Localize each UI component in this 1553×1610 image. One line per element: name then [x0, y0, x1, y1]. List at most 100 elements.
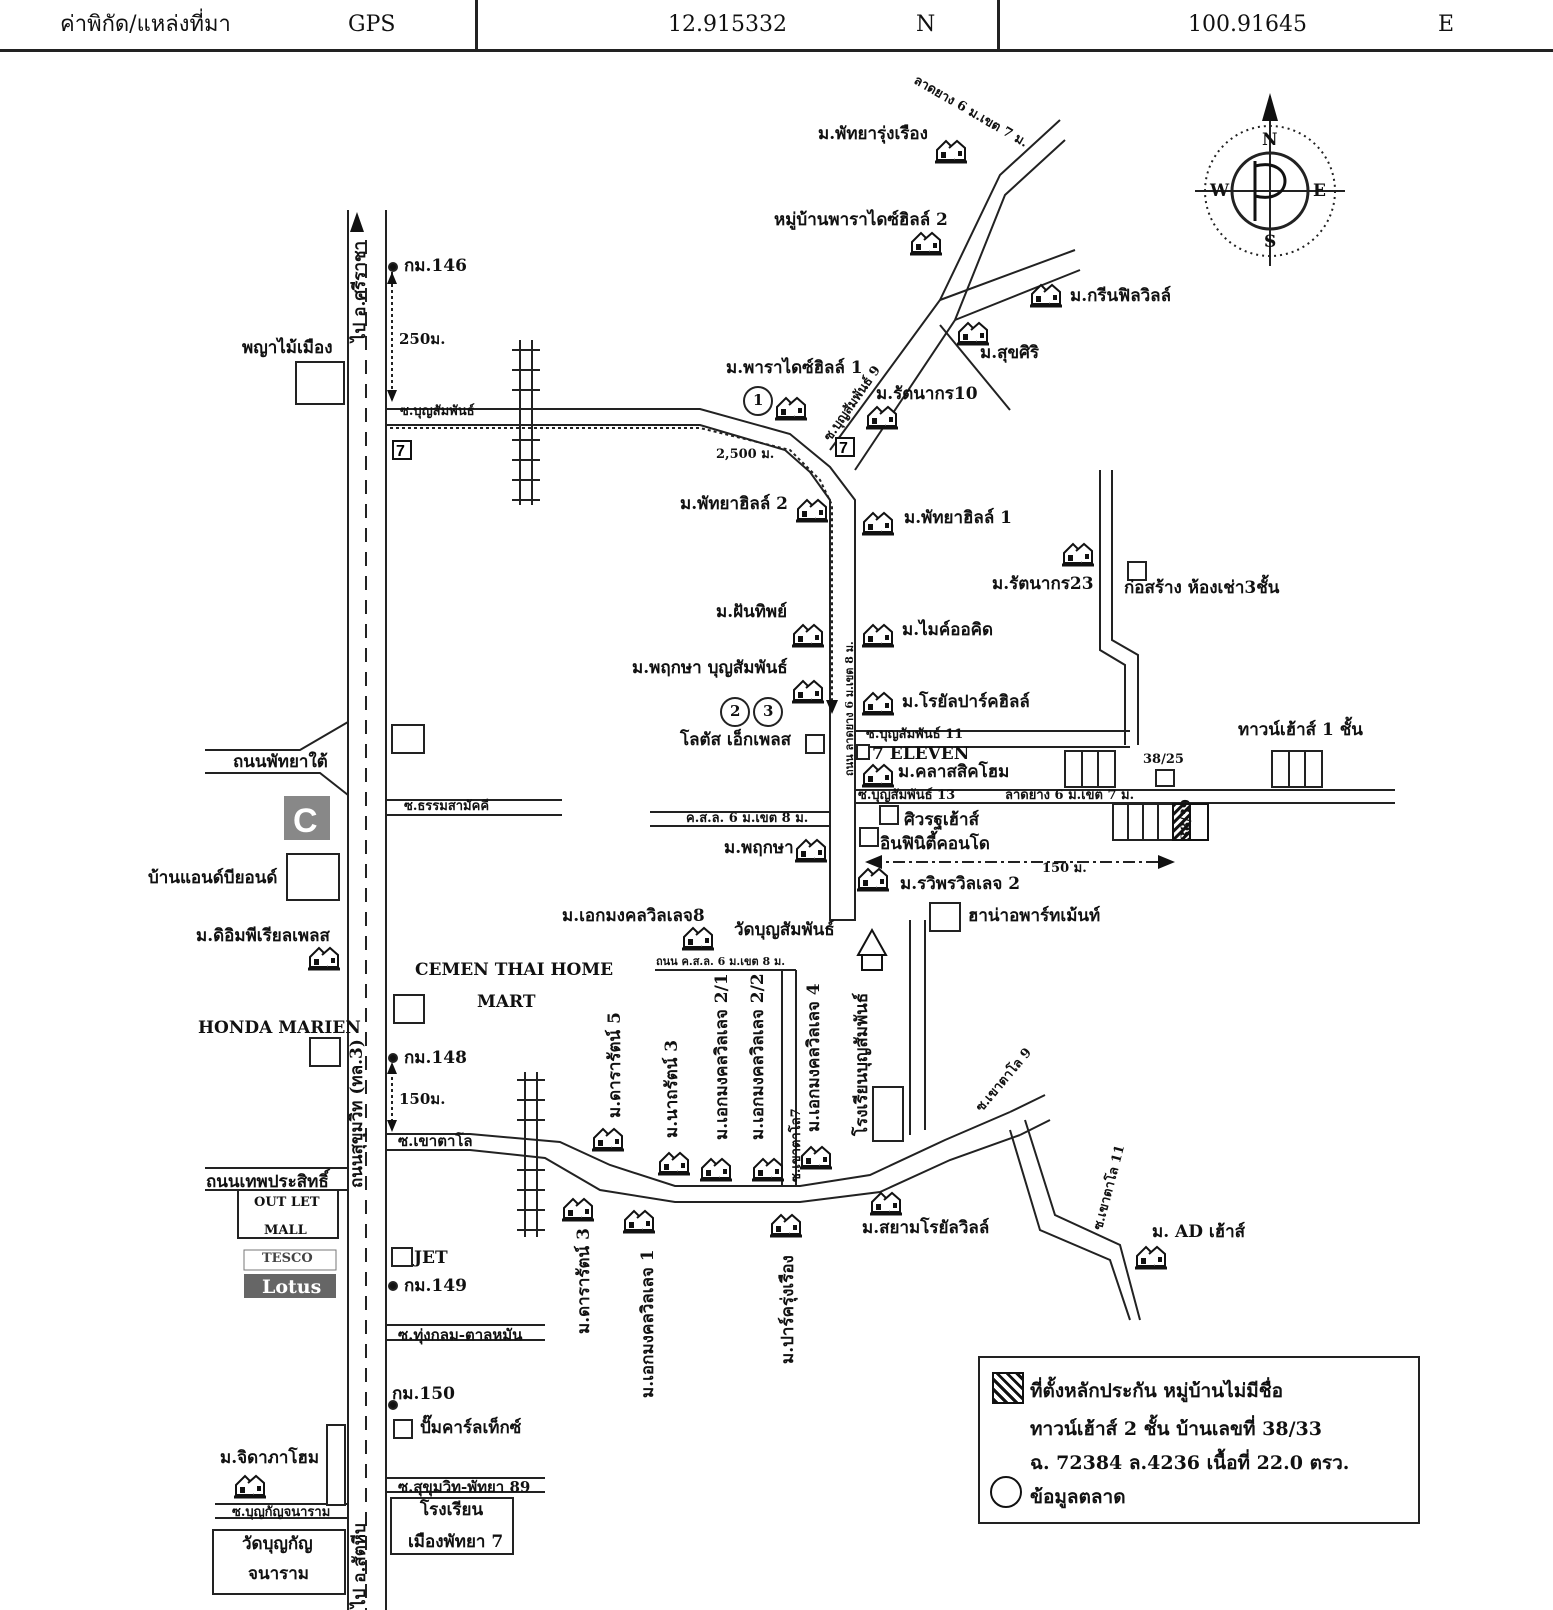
label-paradise-hills-1: ม.พาราไดซ์ฮิลล์ 1 — [726, 358, 863, 378]
label-km148: กม.148 — [404, 1048, 467, 1068]
label-wat-bunsamphan: วัดบุญสัมพันธ์ — [734, 920, 835, 940]
label-soi-thung-klom: ซ.ทุ่งกลม-ตาลหมัน — [398, 1326, 523, 1344]
label-lotus: Lotus — [262, 1276, 322, 1298]
longitude-value: 100.91645 — [1188, 12, 1307, 37]
label-thep-prasit: ถนนเทพประสิทธิ์ — [206, 1172, 329, 1192]
compass-south: S — [1264, 232, 1277, 252]
label-bann-beyond: บ้านแอนด์บียอนด์ — [148, 868, 278, 888]
label-dim-premier: ม.ดิอิมพีเรียลเพลส — [196, 926, 330, 946]
label-royal-park-hills: ม.โรยัลปาร์คฮิลล์ — [902, 692, 1030, 712]
label-ekmongkol-1: ม.เอกมงคลวิลเลจ 1 — [638, 1249, 658, 1398]
label-km149: กม.149 — [404, 1276, 467, 1296]
label-km146: กม.146 — [404, 256, 467, 276]
label-ekmongkol-8: ม.เอกมงคลวิลเลจ8 — [562, 906, 705, 926]
label-pattaya-rungrueang: ม.พัทยารุ่งเรือง — [818, 124, 928, 144]
label-dist-250: 250ม. — [399, 330, 446, 348]
label-soi-bunsamphan-13: ซ.บุญสัมพันธ์ 13 — [858, 788, 956, 803]
market-data-circle-icon — [990, 1476, 1022, 1508]
header-divider — [997, 0, 1000, 52]
label-lotus-express: โลตัส เอ็กเพลส — [680, 730, 792, 750]
label-dararat-3: ม.ดารารัตน์ 3 — [574, 1228, 594, 1334]
outlet-mall-box — [237, 1189, 339, 1239]
label-dist-2500: 2,500 ม. — [716, 447, 775, 462]
latitude-value: 12.915332 — [668, 12, 787, 37]
label-honda-marien: HONDA MARIEN — [198, 1018, 361, 1038]
big-c-logo — [284, 796, 330, 840]
label-jida-home: ม.จิดาภาโฮม — [220, 1448, 320, 1468]
label-school-1: โรงเรียน — [420, 1500, 484, 1520]
label-classic-home: ม.คลาสสิคโฮม — [898, 762, 1010, 782]
label-pattaya-hills-2: ม.พัทยาฮิลล์ 2 — [680, 494, 789, 514]
label-pattaya-hills-1: ม.พัทยาฮิลล์ 1 — [904, 508, 1013, 528]
label-construction: ก่อสร้าง ห้องเช่า3ชั้น — [1124, 578, 1280, 598]
legend-deed-info: ฉ. 72384 ล.4236 เนื้อที่ 22.0 ตรว. — [1030, 1452, 1350, 1474]
pattaya-tai-road — [205, 721, 349, 796]
longitude-direction: E — [1438, 12, 1455, 37]
svg-text:7: 7 — [396, 443, 405, 460]
compass-east: E — [1313, 181, 1326, 201]
label-dararat-5: ม.ดารารัตน์ 5 — [605, 1012, 625, 1118]
label-wat-bunkan-2: จนาราม — [248, 1564, 310, 1584]
label-kor-sor-lor: ค.ส.ล. 6 ม.เขต 8 ม. — [686, 811, 809, 826]
label-pruksa-bunsamphan: ม.พฤกษา บุญสัมพันธ์ — [632, 658, 788, 678]
label-park-rungrueang: ม.ปาร์ครุ่งเรือง — [778, 1255, 798, 1364]
legend-market-data: ข้อมูลตลาด — [1030, 1486, 1126, 1508]
label-soi-bunsamphan: ซ.บุญสัมพันธ์ — [400, 404, 475, 419]
label-cemen-thai-2: MART — [477, 992, 536, 1012]
compass-west: W — [1210, 181, 1230, 201]
label-no-3839: 38/39 — [1179, 799, 1194, 840]
market-data-3: 3 — [763, 702, 774, 720]
label-rattanakorn-10: ม.รัตนากร10 — [876, 384, 978, 404]
label-townhouse-1: ทาวน์เฮ้าส์ 1 ชั้น — [1238, 720, 1363, 740]
label-road-lad-yang-8: ถนน ลาดยาง 6 ม.เขต 8 ม. — [843, 641, 856, 776]
label-pattaya-tai: ถนนพัทยาใต้ — [233, 752, 328, 772]
label-road-ksl-8: ถนน ค.ส.ล. 6 ม.เขต 8 ม. — [656, 955, 786, 968]
label-ekmongkol-4: ม.เอกมงคลวิลเลจ 4 — [804, 983, 824, 1132]
label-nakarat-3: ม.นาถรัตน์ 3 — [662, 1039, 682, 1138]
label-km150: กม.150 — [392, 1384, 455, 1404]
label-my-orchid: ม.ไมค์ออคิด — [902, 620, 994, 640]
label-soi-sukhumvit-89: ซ.สุขุมวิท-พัทยา 89 — [398, 1478, 531, 1496]
road-map: 7 7 C — [205, 93, 1395, 1610]
phaya-mai-mueang-box — [295, 361, 345, 405]
compass-rose-icon — [1195, 93, 1345, 266]
label-hana-apartment: ฮาน่าอพาร์ทเม้นท์ — [968, 906, 1101, 926]
coordinates-header: ค่าพิกัด/แหล่งที่มา GPS 12.915332 N 100.… — [0, 0, 1553, 52]
label-no-3825: 38/25 — [1143, 752, 1184, 767]
label-rawiporn-2: ม.รวิพรวิลเลจ 2 — [900, 874, 1021, 894]
label-rattanakorn-23: ม.รัตนากร23 — [992, 574, 1094, 594]
label-cemen-thai-1: CEMEN THAI HOME — [415, 960, 614, 980]
label-wat-bunkan-1: วัดบุญกัญ — [242, 1534, 313, 1554]
label-lad-yang-7: ลาดยาง 6 ม.เขต 7 ม. — [1005, 788, 1135, 803]
label-fan-thip: ม.ฝันทิพย์ — [716, 602, 788, 622]
label-soi-khao-talo-7: ซ.เขาตาโล7 — [789, 1108, 804, 1182]
label-paradise-hills-2: หมู่บ้านพาราไดซ์ฮิลล์ 2 — [774, 210, 948, 230]
latitude-direction: N — [916, 12, 936, 37]
label-ekmongkol-21: ม.เอกมงคลวิลเลจ 2/1 — [712, 973, 732, 1140]
label-ad-house: ม. AD เฮ้าส์ — [1152, 1222, 1246, 1242]
label-infinity-condo: อินฟินิตี้คอนโด — [880, 834, 990, 854]
header-divider — [475, 0, 478, 52]
label-sukhumvit-road: ถนนสุขุมวิท (ทล.3) — [347, 1039, 367, 1188]
label-outlet-mall-1: OUT LET — [254, 1195, 320, 1210]
label-soi-thammasamakkhi: ซ.ธรรมสามัคคี — [404, 799, 490, 814]
label-outlet-mall-2: MALL — [264, 1223, 307, 1238]
label-jet: JET — [414, 1248, 448, 1268]
coordinate-source-label: ค่าพิกัด/แหล่งที่มา — [60, 12, 231, 37]
label-school-2: เมืองพัทยา 7 — [408, 1532, 504, 1552]
label-school-bunsamphan: โรงเรียนบุญสัมพันธ์ — [852, 992, 872, 1136]
legend-collateral: ที่ตั้งหลักประกัน หมู่บ้านไม่มีชื่อ — [1030, 1380, 1284, 1402]
coordinate-source: GPS — [348, 12, 396, 37]
label-pruksa: ม.พฤกษา — [724, 838, 794, 858]
label-caltex: ปั๊มคาร์ลเท็กซ์ — [420, 1418, 522, 1438]
market-data-2: 2 — [730, 702, 741, 720]
label-ekmongkol-22: ม.เอกมงคลวิลเลจ 2/2 — [748, 973, 768, 1140]
label-bor-sriracha: ไป อ.ศรีราชา — [350, 240, 370, 342]
svg-text:C: C — [293, 802, 318, 840]
label-sukhiri: ม.สุขศิริ — [980, 343, 1040, 363]
legend-property-type: ทาวน์เฮ้าส์ 2 ชั้น บ้านเลขที่ 38/33 — [1030, 1418, 1322, 1440]
label-phaya-mai-mueang: พญาไม้เมือง — [242, 338, 333, 358]
collateral-hatch-icon — [992, 1372, 1024, 1404]
label-dist-150-right: 150 ม. — [1042, 861, 1087, 876]
label-soi-bunkanchanaram: ซ.บุญกัญจนาราม — [232, 1505, 331, 1520]
